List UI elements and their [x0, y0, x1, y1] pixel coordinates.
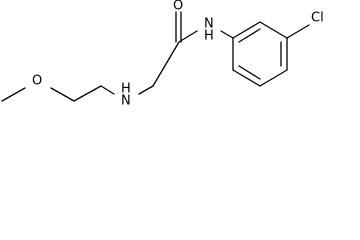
bond-ch2-ch2 [73, 85, 102, 102]
atom-oxygen-ether: O [32, 74, 42, 89]
bond-ch2-amine [100, 85, 115, 95]
ring-bond-1 [232, 21, 261, 39]
bond-layer [1, 11, 310, 102]
atom-nitrogen-amide: N [204, 17, 214, 32]
atom-hydrogen-amide: H [204, 29, 214, 44]
bond-oxygen-ch2 [50, 87, 75, 102]
ring-bond-4 [259, 69, 288, 87]
bond-amide-ring [220, 30, 234, 39]
atom-hydrogen-amine: H [121, 82, 131, 97]
bond-methyl-oxygen [1, 87, 26, 102]
ring-bond-5 [232, 69, 261, 87]
ring-inner-bond-3 [238, 65, 261, 80]
bond-ring-chlorine [286, 24, 310, 39]
chemical-structure: O N H Cl N H O [1, 0, 324, 109]
ring-bond-2 [259, 21, 288, 39]
atom-chlorine: Cl [311, 11, 324, 26]
atom-label-layer: O N H Cl N H O [32, 0, 324, 109]
bond-amine-ch2 [138, 85, 154, 95]
bond-ch2-carbonyl [152, 41, 180, 87]
atom-oxygen-carbonyl: O [173, 0, 183, 14]
atom-nitrogen-amine: N [121, 94, 131, 109]
ring-inner-bond-1 [238, 28, 261, 43]
bond-carbonyl-amide [178, 30, 198, 43]
